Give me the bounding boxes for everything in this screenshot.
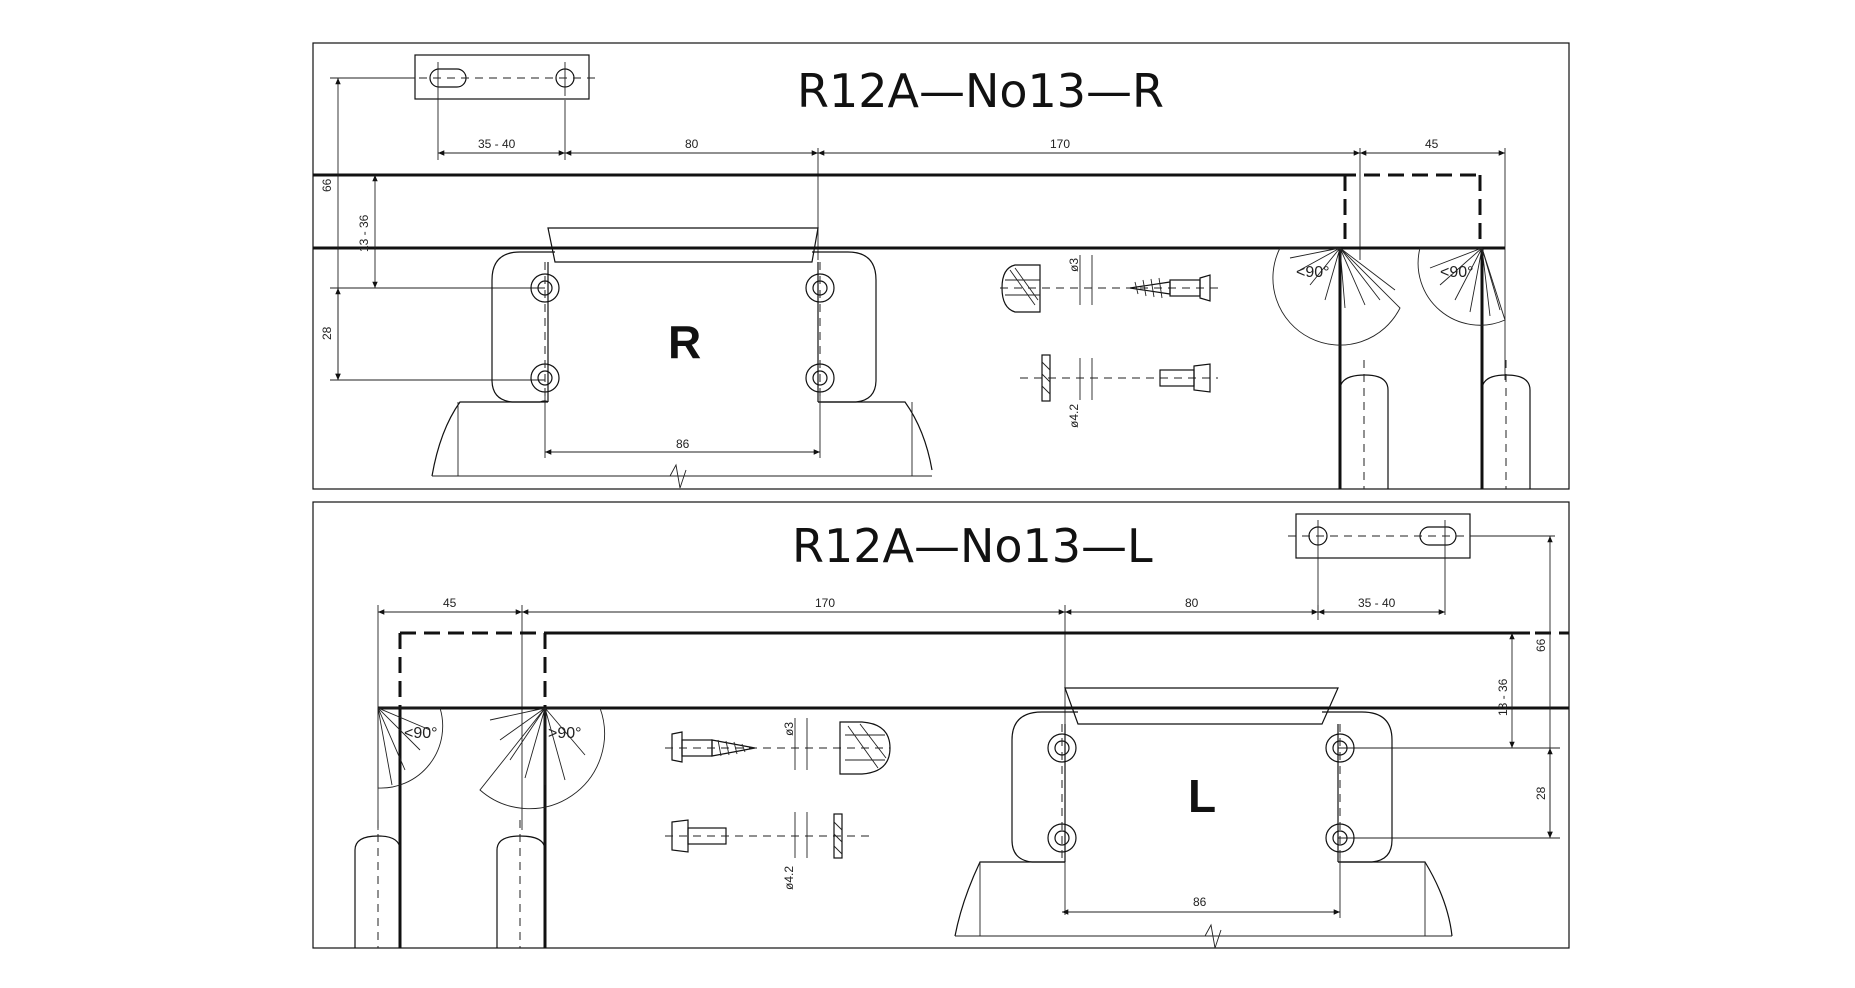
left-dims-right xyxy=(330,77,545,381)
dim-d42-left: ø4.2 xyxy=(782,866,796,890)
dim-80-left: 80 xyxy=(1185,596,1199,610)
dim-170-left: 170 xyxy=(815,596,835,610)
dim-slot-left: 35 - 40 xyxy=(1358,596,1396,610)
hinge-letter-right: R xyxy=(668,316,701,368)
dim-slot-right: 35 - 40 xyxy=(478,137,516,151)
dim-13-36-left: 13 - 36 xyxy=(1496,678,1510,716)
panel-right: R12A—No13—R 35 - 40 80 170 45 xyxy=(312,42,1570,490)
dim-d42-right: ø4.2 xyxy=(1067,404,1081,428)
top-dims-left xyxy=(377,605,1445,915)
panel-right-title: R12A—No13—R xyxy=(797,64,1164,118)
slot-plate-right xyxy=(405,54,598,100)
doors-left xyxy=(354,631,605,948)
screws-left xyxy=(665,718,891,859)
angle-1-right: <90° xyxy=(1296,264,1330,281)
dim-28-left: 28 xyxy=(1534,786,1548,800)
hinge-right xyxy=(431,227,933,489)
doors-right xyxy=(1272,173,1531,489)
hinge-letter-left: L xyxy=(1188,770,1216,822)
hinge-left xyxy=(954,687,1453,949)
dim-45-left: 45 xyxy=(443,596,457,610)
dim-86-right: 86 xyxy=(676,437,690,451)
angle-2-right: <90° xyxy=(1440,264,1474,281)
panel-right-border xyxy=(312,42,1570,490)
screws-right xyxy=(1000,255,1218,402)
dim-66-right: 66 xyxy=(320,178,334,192)
dim-45-right: 45 xyxy=(1425,137,1439,151)
right-dims-left xyxy=(1338,536,1560,839)
angle-2-left: >90° xyxy=(548,725,582,742)
dim-28-right: 28 xyxy=(320,326,334,340)
dim-d3-right: ø3 xyxy=(1067,258,1081,272)
dim-d3-left: ø3 xyxy=(782,722,796,736)
slot-plate-left xyxy=(1288,513,1555,615)
dim-86-left: 86 xyxy=(1193,895,1207,909)
dim-13-36-right: 13 - 36 xyxy=(357,214,371,252)
dim-66-left: 66 xyxy=(1534,638,1548,652)
top-dims-right xyxy=(437,96,1506,380)
dim-80-right: 80 xyxy=(685,137,699,151)
panel-left: R12A—No13—L 45 170 80 35 - 40 xyxy=(312,501,1570,949)
dim-170-right: 170 xyxy=(1050,137,1070,151)
panel-left-border xyxy=(312,501,1570,949)
angle-1-left: <90° xyxy=(404,725,438,742)
panel-left-title: R12A—No13—L xyxy=(792,519,1153,573)
